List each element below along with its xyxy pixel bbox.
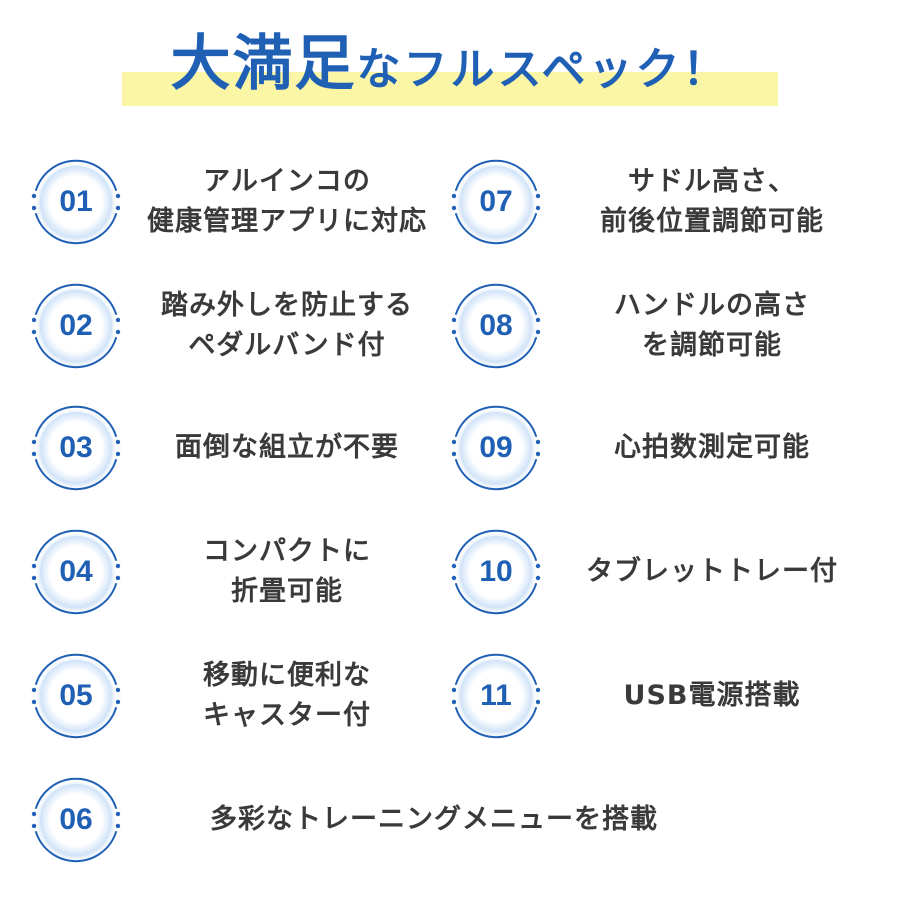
number-badge-icon [446,522,546,622]
feature-label-line: キャスター付 [203,700,371,731]
feature-label-line: アルインコの [203,166,371,197]
number-badge-icon [26,398,126,498]
feature-number: 10 [479,555,513,588]
feature-label-line: タブレットトレー付 [586,556,838,587]
feature-item-02: 02 踏み外しを防止する ペダルバンド付 [26,276,446,376]
feature-label: サドル高さ、 前後位置調節可能 [554,152,870,252]
title-rest: なフルスペック！ [356,44,730,95]
feature-label-line: 前後位置調節可能 [600,206,824,237]
feature-label-line: を調節可能 [642,330,782,361]
number-badge-icon [26,770,126,870]
feature-number: 04 [59,555,93,588]
number-badge-icon [26,276,126,376]
feature-label-line: 移動に便利な [203,660,371,691]
feature-label-line: 健康管理アプリに対応 [147,206,427,237]
feature-label-line: 踏み外しを防止する [161,290,413,321]
number-badge-icon [446,152,546,252]
number-badge-icon [26,522,126,622]
feature-number: 03 [59,431,93,464]
feature-label: USB電源搭載 [554,646,870,746]
feature-label-line: コンパクトに [203,536,371,567]
feature-number: 09 [479,431,513,464]
number-badge-icon [26,646,126,746]
title-emphasis: 大満足 [170,29,357,99]
feature-item-10: 10 タブレットトレー付 [446,522,886,622]
feature-label-line: USB電源搭載 [623,680,801,711]
feature-label-line: ペダルバンド付 [188,330,386,361]
feature-number: 05 [59,679,93,712]
feature-item-11: 11 USB電源搭載 [446,646,886,746]
feature-number: 06 [59,803,93,836]
feature-label: アルインコの 健康管理アプリに対応 [134,152,440,252]
page-title: 大満足なフルスペック！ [0,22,900,121]
feature-label: 多彩なトレーニングメニューを搭載 [134,770,734,870]
feature-number: 11 [480,679,512,712]
feature-item-01: 01 アルインコの 健康管理アプリに対応 [26,152,446,252]
feature-label: コンパクトに 折畳可能 [134,522,440,622]
feature-label-line: 心拍数測定可能 [614,432,810,463]
feature-label: ハンドルの高さ を調節可能 [554,276,870,376]
feature-label: 踏み外しを防止する ペダルバンド付 [134,276,440,376]
feature-number: 08 [479,309,513,342]
feature-label-line: ハンドルの高さ [614,290,810,321]
feature-label: 移動に便利な キャスター付 [134,646,440,746]
feature-label: 面倒な組立が不要 [134,398,440,498]
feature-item-09: 09 心拍数測定可能 [446,398,886,498]
feature-item-07: 07 サドル高さ、 前後位置調節可能 [446,152,886,252]
feature-label-line: 多彩なトレーニングメニューを搭載 [210,804,658,835]
feature-item-03: 03 面倒な組立が不要 [26,398,446,498]
number-badge-icon [446,646,546,746]
feature-item-08: 08 ハンドルの高さ を調節可能 [446,276,886,376]
feature-item-05: 05 移動に便利な キャスター付 [26,646,446,746]
number-badge-icon [26,152,126,252]
feature-number: 07 [479,185,513,218]
number-badge-icon [446,276,546,376]
feature-number: 02 [59,309,93,342]
feature-label: タブレットトレー付 [554,522,870,622]
page-header: 大満足なフルスペック！ [0,22,900,112]
feature-label-line: サドル高さ、 [628,166,796,197]
title-highlight-bar [122,72,778,106]
feature-item-06: 06 多彩なトレーニングメニューを搭載 [26,770,766,870]
feature-label: 心拍数測定可能 [554,398,870,498]
feature-number: 01 [59,185,93,218]
feature-label-line: 折畳可能 [231,576,343,607]
feature-label-line: 面倒な組立が不要 [175,432,399,463]
number-badge-icon [446,398,546,498]
feature-item-04: 04 コンパクトに 折畳可能 [26,522,446,622]
